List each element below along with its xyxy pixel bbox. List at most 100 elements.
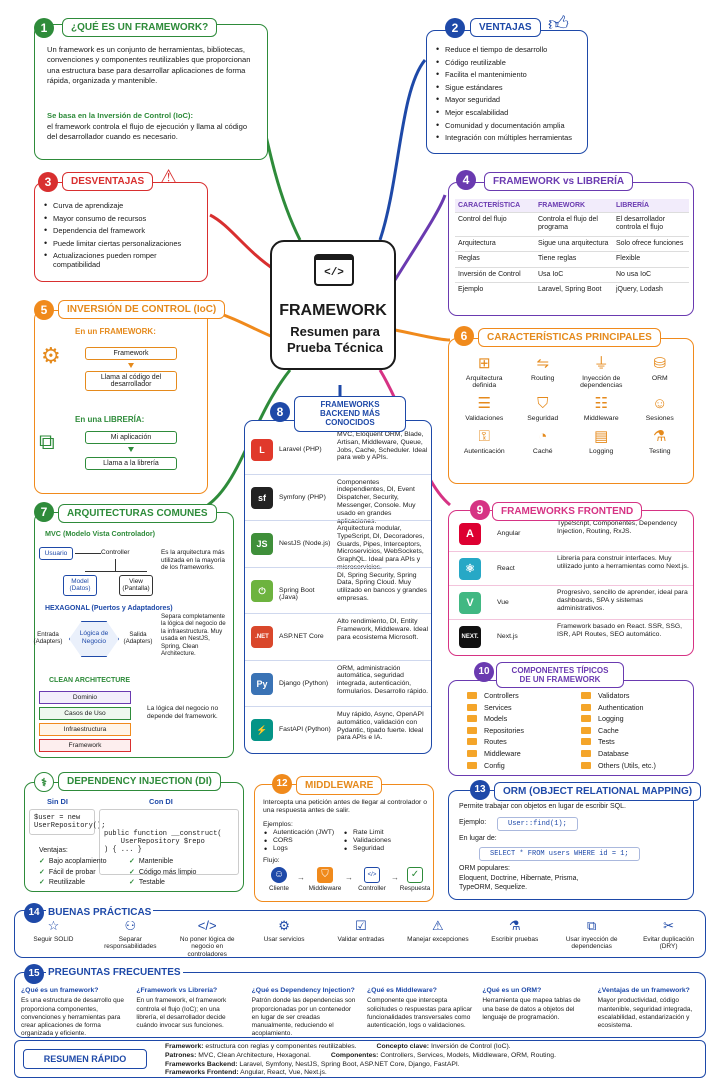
table-row: Control del flujo Controla el flujo del … [455, 212, 689, 237]
orm-ej-code: User::find(1); [497, 817, 578, 831]
s12-number: 12 [272, 774, 292, 794]
s8-number: 8 [270, 402, 290, 422]
document-icon: ▤ [594, 428, 609, 445]
s1-number: 1 [34, 18, 54, 38]
s15-number: 15 [24, 964, 44, 984]
backend-name: FastAPI (Python) [279, 726, 331, 734]
connector [115, 559, 116, 571]
puzzle-icon: ⧉ [39, 429, 55, 454]
best-practice-item: ☆Seguir SOLID [19, 918, 88, 943]
table-header: LIBRERÍA [613, 199, 689, 213]
backend-desc: DI, Spring Security, Spring Data, Spring… [337, 571, 427, 602]
components-col-1: Controllers Services Models Repositories… [467, 691, 524, 772]
center-card: </> FRAMEWORK Resumen para Prueba Técnic… [270, 240, 396, 370]
mw-desc: Intercepta una petición antes de llegar … [263, 799, 427, 815]
folder-icon [581, 692, 591, 699]
s14-number: 14 [24, 903, 44, 923]
s3-item: Mayor consumo de recursos [43, 213, 205, 223]
components-col-2: Validators Authentication Logging Cache … [581, 691, 656, 772]
frontend-desc: Framework basado en React. SSR, SSG, ISR… [557, 623, 683, 638]
s3-item: Actualizaciones pueden romper compatibil… [43, 250, 205, 269]
feature-item: ☺Sesiones [645, 395, 674, 422]
s14-title: BUENAS PRÁCTICAS [46, 904, 154, 921]
features-grid: ⊞Arquitectura definida ⇋Routing ⏚Inyecci… [455, 355, 689, 455]
backend-desc: ORM, administración automática, segurida… [337, 664, 429, 695]
signpost-icon: ⇋ [536, 355, 550, 372]
frontend-desc: Librería para construir interfaces. Muy … [557, 555, 689, 570]
list-item: Cache [581, 726, 656, 735]
backend-item: ⏻ Spring Boot (Java) DI, Spring Security, … [245, 566, 431, 614]
hex-core: Lógica de Negocio [69, 621, 119, 657]
section-faq: ¿Qué es un framework?Es una estructura d… [14, 972, 706, 1038]
arrow-right-icon: → [297, 873, 305, 882]
s7-number: 7 [34, 502, 54, 522]
best-practice-item: ⚙Usar servicios [250, 918, 319, 943]
lock-icon: ⚿ [478, 428, 490, 445]
user-icon: ☺ [652, 395, 668, 412]
feature-item: ⏚Inyección de dependencias [580, 355, 623, 389]
code-icon: </> [364, 867, 380, 883]
s10-title: COMPONENTES TÍPICOS DE UN FRAMEWORK [496, 662, 624, 689]
mvc-desc: Es la arquitectura más utilizada en la m… [161, 549, 225, 572]
hierarchy-icon: ⚇ [124, 918, 137, 933]
table-cell: Reglas [455, 251, 535, 268]
faq-item: ¿Qué es Dependency Injection?Patrón dond… [252, 987, 357, 1038]
table-row: Inversión de Control Usa IoC No usa IoC [455, 266, 689, 283]
orm-desc: Permite trabajar con objetos en lugar de… [459, 803, 626, 810]
backend-name: Django (Python) [279, 679, 329, 687]
backend-name: Laravel (PHP) [279, 446, 322, 454]
list-item: CORS [263, 836, 334, 846]
code-icon: </> [314, 254, 354, 286]
faq-question: ¿Qué es Middleware? [367, 987, 437, 994]
faq-answer: Patrón donde las dependencias son propor… [251, 997, 356, 1037]
s3-item: Curva de aprendizaje [43, 200, 205, 210]
s8-title: FRAMEWORKS BACKEND MÁS CONOCIDOS [294, 396, 406, 432]
feature-item: ◔Caché [532, 428, 553, 455]
list-item: Repositories [467, 726, 524, 735]
table-row: Reglas Tiene reglas Flexible [455, 251, 689, 268]
mw-ej-col1: Autenticación (JWT) CORS Logs [263, 828, 334, 854]
flow-step: ☺Cliente [269, 867, 289, 892]
clean-layer: Infraestructura [39, 723, 131, 736]
s2-title: VENTAJAS [470, 18, 541, 37]
s9-number: 9 [470, 500, 490, 520]
spring-logo: ⏻ [251, 579, 273, 602]
frontend-desc: TypeScript, Componentes, Dependency Inje… [557, 520, 678, 535]
backend-name: Spring Boot (Java) [279, 586, 315, 601]
s1-title: ¿QUÉ ES UN FRAMEWORK? [62, 18, 218, 37]
backend-item: ⚡FastAPI (Python)Muy rápido, Async, Open… [245, 706, 431, 753]
folder-icon [581, 726, 591, 734]
symfony-logo: sf [251, 486, 273, 509]
folder-icon [467, 692, 477, 699]
frontend-name: Next.js [497, 633, 518, 640]
s1-ioc-text: el framework controla el flujo de ejecuc… [47, 122, 248, 142]
table-cell: Control del flujo [455, 212, 535, 237]
table-header: FRAMEWORK [535, 199, 613, 213]
s3-list: Curva de aprendizaje Mayor consumo de re… [43, 200, 205, 273]
hex-out: Salida (Adapters) [123, 631, 153, 646]
faq-question: ¿Qué es un framework? [21, 987, 99, 994]
s10-number: 10 [474, 662, 494, 682]
mw-ej-col2: Rate Limit Validaciones Seguridad [343, 828, 391, 854]
react-logo: ⚛ [459, 558, 481, 580]
s5-fw-label: En un FRAMEWORK: [75, 327, 156, 336]
s2-item: Facilita el mantenimiento [435, 69, 572, 79]
hex-desc: Separa completamente la lógica del negoc… [161, 613, 226, 658]
center-title: FRAMEWORK [279, 302, 387, 319]
user-icon: ☺ [271, 867, 287, 883]
feature-item: ⛁ORM [631, 355, 690, 389]
s6-number: 6 [454, 326, 474, 346]
table-header: CARACTERÍSTICA [455, 199, 535, 213]
warning-icon: ⚠ [160, 167, 178, 188]
arrow-right-icon [75, 553, 101, 554]
list-item: Authentication [581, 703, 656, 712]
clean-layer: Dominio [39, 691, 131, 704]
list-item: Validaciones [343, 836, 391, 846]
frontend-desc: Progresivo, sencillo de aprender, ideal … [557, 589, 688, 612]
list-item: Autenticación (JWT) [263, 828, 334, 838]
